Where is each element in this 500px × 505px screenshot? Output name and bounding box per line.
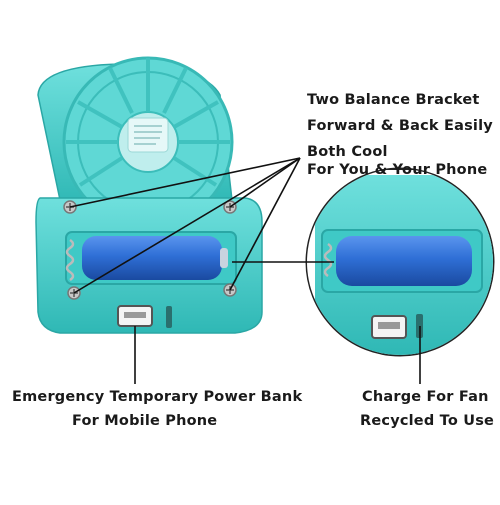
label-charge-for-fan: Charge For Fan — [362, 389, 489, 405]
battery-18650 — [65, 236, 228, 282]
label-both-cool: Both Cool — [307, 144, 388, 160]
label-for-mobile-phone: For Mobile Phone — [72, 413, 218, 429]
zoom-detail — [305, 167, 495, 357]
label-emergency-power-bank: Emergency Temporary Power Bank — [12, 389, 303, 405]
leader-lines — [69, 157, 421, 384]
label-two-balance-bracket: Two Balance Bracket — [307, 92, 480, 108]
fan-grille — [62, 56, 234, 228]
fan-unit — [35, 56, 263, 334]
usb-port — [117, 305, 153, 327]
charge-port — [166, 306, 172, 328]
label-forward-back: Forward & Back Easily — [307, 118, 493, 134]
label-recycled-to-use: Recycled To Use — [360, 413, 495, 429]
label-for-you-phone: For You & Your Phone — [307, 162, 488, 178]
